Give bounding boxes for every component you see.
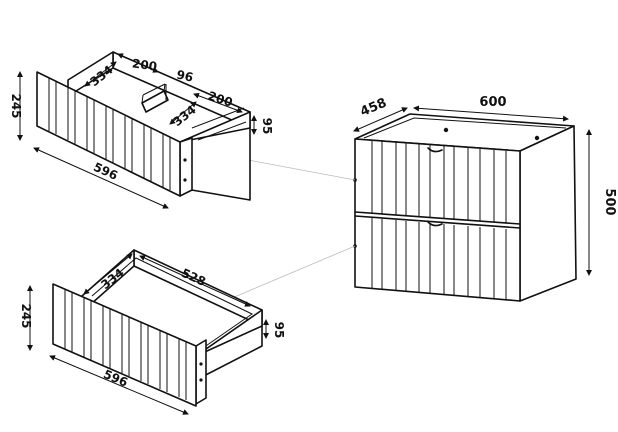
screw-hole [199, 362, 203, 366]
top-drawer-divider-top [141, 83, 166, 104]
cabinet-front [354, 138, 521, 302]
right-compartment-depth-label: 334 [170, 103, 198, 129]
dim-line-front-width [33, 147, 169, 209]
mounting-hole [534, 135, 540, 141]
bottom-drawer: 245 596 334 528 95 [19, 249, 286, 415]
bottom-box-height-label: 95 [272, 322, 286, 339]
cabinet: 600 458 500 [353, 95, 617, 302]
top-box-height-label: 95 [260, 118, 274, 135]
upper-drawer-handle [427, 147, 443, 153]
dim-line-width [413, 105, 569, 122]
cabinet-depth-label: 458 [358, 96, 389, 120]
dim-line-front-width [49, 355, 189, 415]
upper-drawer-grooves [371, 141, 507, 223]
dim-line-left-depth [84, 61, 117, 87]
divider-offset-label: 96 [175, 68, 194, 85]
bottom-front-height-label: 245 [19, 303, 33, 328]
screw-hole [183, 158, 187, 162]
mounting-hole [443, 127, 449, 133]
guide-line-lower [231, 245, 356, 299]
left-compartment-width-label: 200 [131, 56, 158, 73]
lower-drawer-grooves [371, 218, 507, 299]
screw-hole [183, 178, 187, 182]
dim-line-depth [353, 107, 408, 132]
bottom-drawer-end-plate [195, 339, 207, 405]
lower-drawer-handle [427, 221, 443, 227]
cabinet-side [519, 125, 577, 302]
dim-line-box-width [139, 255, 251, 307]
top-front-height-label: 245 [9, 93, 23, 118]
cabinet-height-label: 500 [602, 188, 617, 215]
cabinet-width-label: 600 [479, 95, 506, 110]
top-drawer-end-plate [179, 137, 193, 197]
dim-line-box-depth [83, 253, 133, 295]
screw-hole [199, 378, 203, 382]
dim-line-right-width [193, 92, 243, 114]
top-drawer: 245 596 200 334 96 200 334 95 [9, 51, 274, 209]
top-drawer-divider [141, 90, 169, 113]
guide-line-upper [231, 156, 356, 181]
dim-line-right-depth [169, 101, 197, 125]
dim-line-left-width [117, 53, 159, 73]
